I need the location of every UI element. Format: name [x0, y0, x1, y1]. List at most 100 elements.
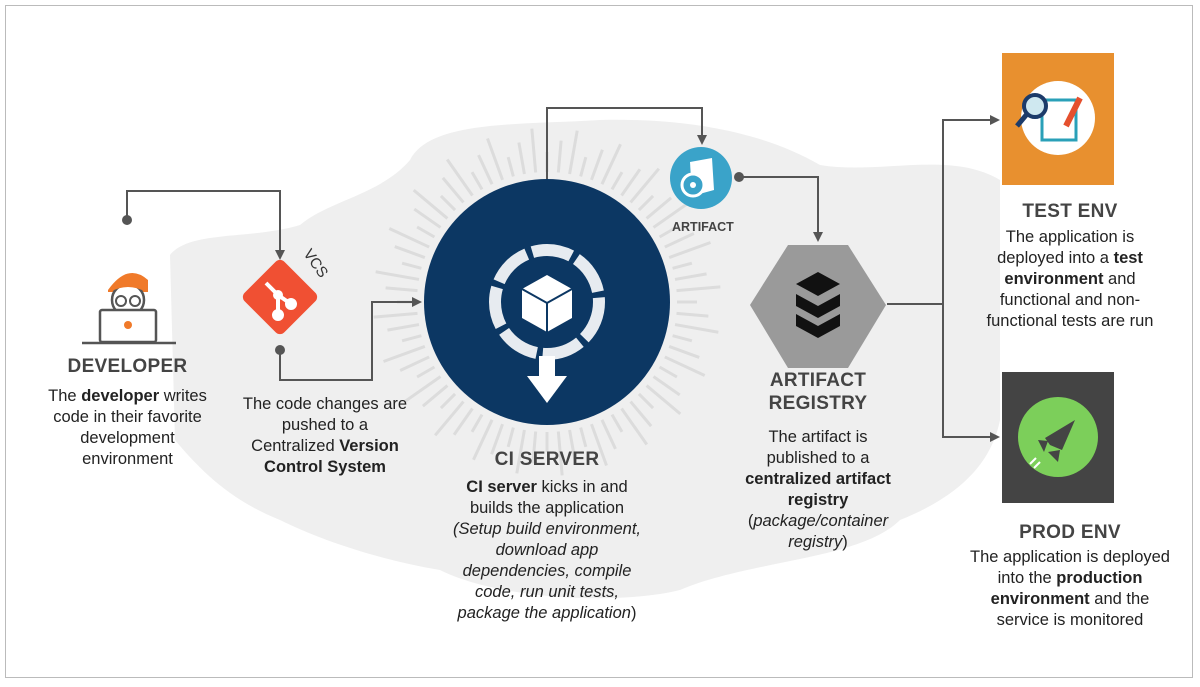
ray — [629, 400, 653, 428]
registry-description: The artifact is published to a centraliz… — [743, 427, 893, 553]
ray — [620, 168, 642, 197]
bold-text: production environment — [990, 569, 1143, 608]
ci-to-artifact-line — [546, 107, 707, 180]
ray — [413, 207, 442, 229]
ray — [610, 171, 624, 191]
text: REGISTRY — [768, 393, 868, 414]
prod-env-icon — [1002, 372, 1114, 503]
bold-text: Version Control System — [264, 437, 399, 476]
ray — [590, 423, 608, 467]
test-env-title: TEST ENV — [1022, 201, 1118, 222]
bold-text: CI server — [466, 478, 537, 496]
ray — [445, 158, 474, 197]
ray — [401, 261, 422, 270]
ray — [600, 419, 617, 450]
artifact-icon — [670, 147, 732, 209]
ray — [668, 241, 712, 259]
ray — [620, 407, 649, 446]
italic-text: (Setup build environment, download app d… — [452, 520, 642, 622]
ray — [470, 171, 484, 191]
ray — [629, 167, 660, 204]
text: The application is deployed into a — [997, 228, 1135, 267]
text: and functional and non-functional tests … — [986, 270, 1154, 330]
ray — [672, 334, 693, 343]
ray — [403, 375, 442, 404]
text: ) — [630, 604, 637, 622]
ray — [506, 156, 515, 177]
developer-title: DEVELOPER — [67, 356, 188, 377]
ray — [556, 431, 564, 476]
ray — [645, 384, 682, 415]
ray — [517, 142, 526, 175]
frame-border — [5, 5, 1193, 678]
prod-env-description: The application is deployed into the pro… — [965, 547, 1175, 631]
ray — [416, 225, 436, 239]
dev-to-vcs-line — [126, 190, 285, 260]
test-env-description: The application is deployed into a test … — [975, 227, 1165, 332]
text: The code changes are pushed to a Central… — [242, 395, 408, 455]
ci-title: CI SERVER — [494, 449, 600, 470]
ray — [568, 429, 577, 462]
connector-dot — [275, 345, 285, 355]
ray — [556, 140, 563, 173]
ray — [486, 137, 504, 181]
artifact-registry-icon — [750, 245, 886, 368]
connectors — [126, 107, 1000, 442]
ray — [490, 423, 504, 455]
vcs-description: The code changes are pushed to a Central… — [240, 394, 410, 478]
ray — [568, 130, 579, 175]
ray — [434, 400, 465, 437]
vcs-to-ci-line — [279, 297, 422, 381]
ray — [472, 419, 494, 461]
test-env-icon — [1002, 53, 1114, 185]
ray — [416, 365, 436, 379]
ray — [441, 176, 465, 204]
bold-text: centralized artifact registry — [745, 470, 891, 509]
ray — [506, 427, 515, 448]
ray — [674, 323, 719, 334]
ray — [387, 323, 420, 332]
bold-text: test environment — [1004, 249, 1143, 288]
text: ) — [842, 533, 848, 551]
ray — [412, 189, 449, 220]
ray — [439, 392, 457, 410]
ray — [399, 355, 430, 372]
ray — [515, 429, 526, 474]
connector-dot — [122, 215, 132, 225]
ray — [452, 407, 474, 436]
ray — [637, 194, 655, 212]
ray — [579, 427, 588, 448]
ray — [375, 270, 420, 281]
connector-dot — [734, 172, 744, 182]
ray — [439, 194, 457, 212]
git-icon — [242, 259, 318, 335]
italic-text: package/container registry — [753, 512, 889, 551]
bold-text: developer — [81, 387, 160, 405]
text: and the service is monitored — [996, 590, 1150, 629]
ray — [579, 156, 588, 177]
ray — [600, 143, 622, 185]
ray — [373, 311, 418, 319]
ray — [676, 285, 721, 293]
ci-server-icon — [424, 179, 670, 425]
ray — [388, 227, 430, 249]
ray — [637, 392, 655, 410]
ray — [658, 365, 678, 379]
ray — [470, 413, 484, 433]
ray — [652, 200, 691, 229]
ray — [421, 384, 449, 408]
ray — [664, 355, 706, 377]
artifact-label: ARTIFACT — [672, 220, 734, 234]
text: kicks in and builds the application — [469, 478, 628, 517]
text: ARTIFACT — [769, 370, 867, 391]
ray — [672, 261, 693, 270]
ray — [382, 345, 426, 363]
ci-description: CI server kicks in and builds the applic… — [447, 477, 647, 624]
developer-icon — [82, 272, 176, 345]
text: The application is deployed into the — [970, 548, 1170, 587]
prod-env-title: PROD ENV — [1019, 522, 1121, 543]
ray — [610, 413, 624, 433]
